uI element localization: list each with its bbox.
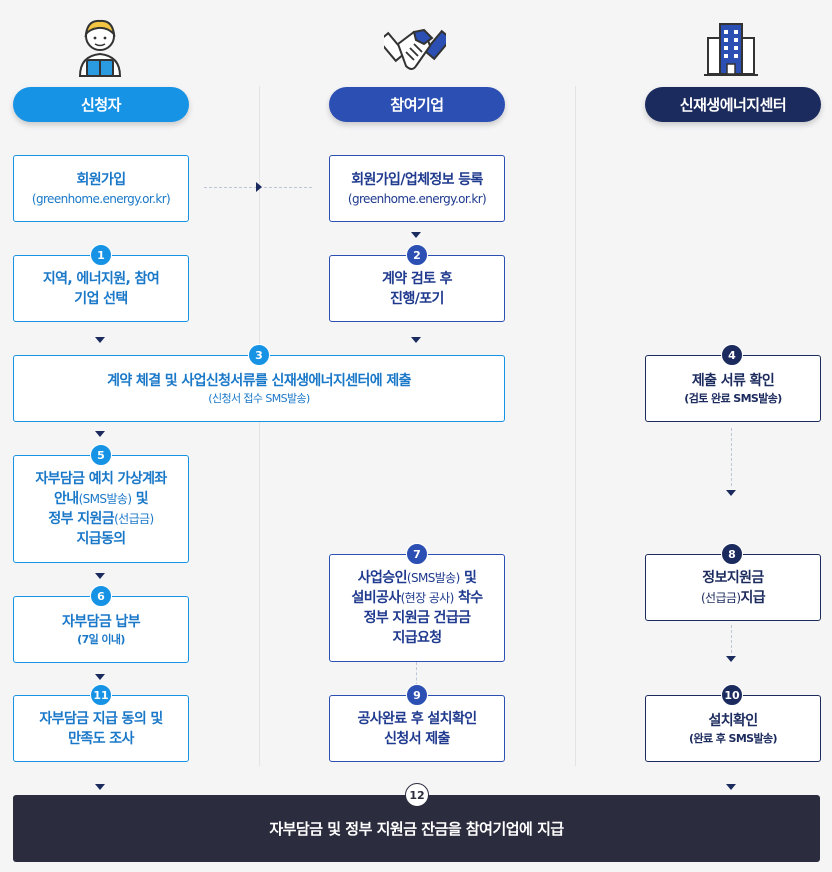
step-7-badge: 7 (406, 543, 428, 565)
arrow-down (411, 232, 421, 238)
handshake-icon (384, 28, 446, 70)
column-header-center: 신재생에너지센터 (645, 87, 821, 122)
step-3-box: 계약 체결 및 사업신청서류를 신재생에너지센터에 제출 (신청서 접수 SMS… (13, 355, 505, 422)
step-11-badge: 11 (90, 684, 112, 706)
arrow-down (95, 573, 105, 579)
step-5-line3: 정부 지원금(선급금) (48, 511, 154, 527)
arrow-down (726, 784, 736, 790)
join-connector-arrow (256, 182, 262, 192)
step-1-line2: 기업 선택 (74, 290, 128, 307)
step-company-join-box: 회원가입/업체정보 등록 (greenhome.energy.or.kr) (329, 155, 505, 222)
step-2-line1: 계약 검토 후 (382, 270, 453, 287)
step-4-badge: 4 (721, 344, 743, 366)
step-7-line2: 설비공사(현장 공사) 착수 (351, 590, 483, 606)
step-join-url: (greenhome.energy.or.kr) (31, 191, 171, 206)
step-3-line2: (신청서 접수 SMS발송) (208, 391, 310, 405)
step-1-badge: 1 (90, 244, 112, 266)
step-6-badge: 6 (90, 585, 112, 607)
column-header-applicant: 신청자 (13, 87, 189, 122)
step-join-box: 회원가입 (greenhome.energy.or.kr) (13, 155, 189, 222)
step-10-box: 설치확인 (완료 후 SMS발송) (645, 695, 821, 762)
step-6-line1: 자부담금 납부 (62, 613, 141, 630)
step-8-badge: 8 (721, 543, 743, 565)
step-5-line4: 지급동의 (76, 531, 126, 547)
step-11-line2: 만족도 조사 (68, 730, 134, 747)
reading-person-icon (78, 19, 122, 77)
dashed-connector (731, 428, 732, 486)
column-header-company: 참여기업 (329, 87, 505, 122)
step-7-line1: 사업승인(SMS발송) 및 (357, 570, 477, 586)
step-1-box: 지역, 에너지원, 참여 기업 선택 (13, 255, 189, 322)
step-12-badge: 12 (405, 783, 429, 807)
dashed-connector (416, 662, 417, 696)
step-5-box: 자부담금 예치 가상계좌 안내(SMS발송) 및 정부 지원금(선급금) 지급동… (13, 455, 189, 563)
step-2-line2: 진행/포기 (390, 290, 444, 307)
step-company-join-title: 회원가입/업체정보 등록 (351, 171, 483, 188)
step-9-line1: 공사완료 후 설치확인 (357, 710, 477, 727)
step-11-line1: 자부담금 지급 동의 및 (39, 710, 163, 727)
step-5-line2: 안내(SMS발송) 및 (54, 491, 149, 507)
arrow-down (95, 337, 105, 343)
step-9-line2: 신청서 제출 (384, 730, 450, 747)
step-4-box: 제출 서류 확인 (검토 완료 SMS발송) (645, 355, 821, 422)
arrow-down (411, 337, 421, 343)
arrow-down (726, 490, 736, 496)
step-4-line1: 제출 서류 확인 (691, 372, 775, 389)
step-9-badge: 9 (406, 684, 428, 706)
step-10-line2: (완료 후 SMS발송) (689, 731, 778, 745)
arrow-down (95, 784, 105, 790)
step-10-badge: 10 (721, 684, 743, 706)
step-8-box: 정보지원금 (선급금)지급 (645, 554, 821, 621)
step-7-box: 사업승인(SMS발송) 및 설비공사(현장 공사) 착수 정부 지원금 건급금 … (329, 554, 505, 662)
column-divider-1 (259, 86, 260, 766)
step-3-badge: 3 (248, 344, 270, 366)
step-1-line1: 지역, 에너지원, 참여 (42, 270, 160, 287)
column-divider-2 (575, 86, 576, 766)
step-12-box: 자부담금 및 정부 지원금 잔금을 참여기업에 지급 (13, 795, 820, 862)
step-2-box: 계약 검토 후 진행/포기 (329, 255, 505, 322)
step-5-line1: 자부담금 예치 가상계좌 (35, 471, 167, 487)
step-11-box: 자부담금 지급 동의 및 만족도 조사 (13, 695, 189, 762)
arrow-down (726, 656, 736, 662)
step-8-line2: (선급금)지급 (700, 589, 766, 606)
dashed-connector (731, 625, 732, 653)
arrow-down (95, 674, 105, 680)
step-8-line1: 정보지원금 (702, 569, 764, 586)
step-7-line4: 지급요청 (392, 630, 442, 646)
step-4-line2: (검토 완료 SMS발송) (684, 391, 782, 405)
step-10-line1: 설치확인 (708, 712, 758, 729)
step-2-badge: 2 (406, 244, 428, 266)
step-7-line3: 정부 지원금 건급금 (363, 610, 471, 626)
building-icon (704, 23, 758, 76)
step-company-join-url: (greenhome.energy.or.kr) (347, 191, 487, 206)
step-5-badge: 5 (90, 444, 112, 466)
step-join-title: 회원가입 (76, 171, 126, 188)
arrow-down (95, 431, 105, 437)
step-6-line2: (7일 이내) (77, 632, 125, 646)
step-3-line1: 계약 체결 및 사업신청서류를 신재생에너지센터에 제출 (107, 372, 411, 389)
